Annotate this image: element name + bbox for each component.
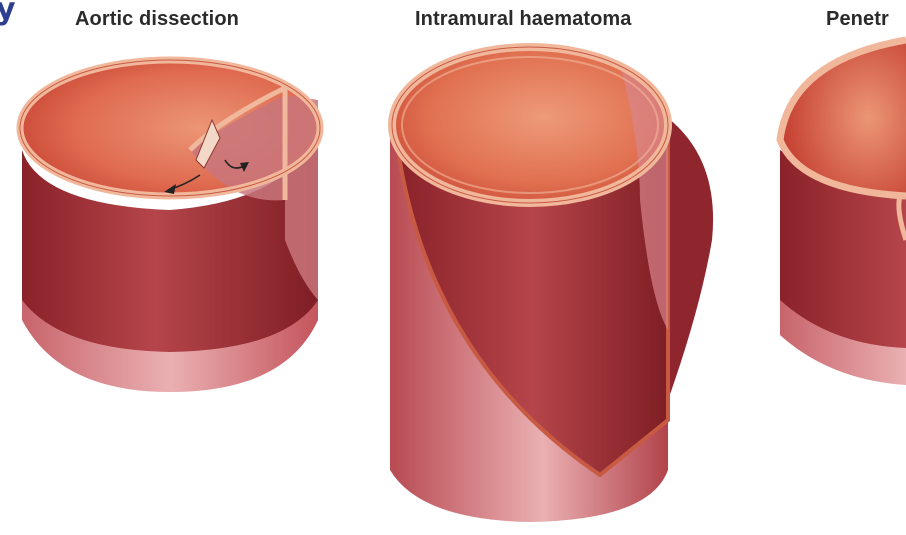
penetrating-vessel: [780, 40, 906, 385]
